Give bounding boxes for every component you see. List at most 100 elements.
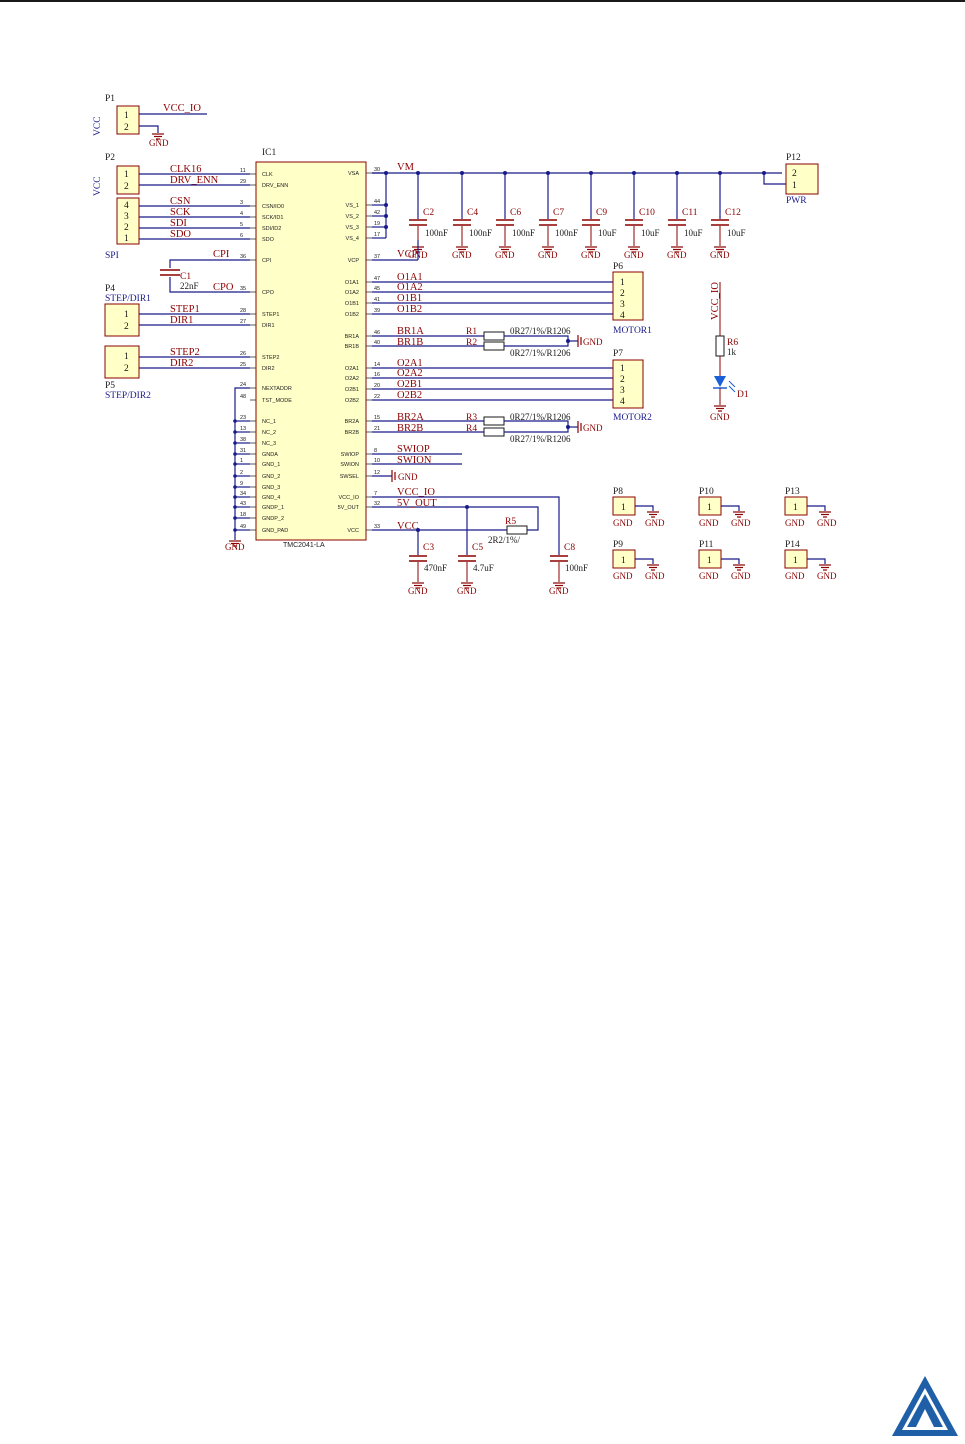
testpoint-ref: P13: [785, 487, 800, 497]
p5-ref: P5: [105, 381, 115, 391]
p1-vcc-label: VCC: [93, 116, 103, 136]
ic-pin-number: 1: [240, 458, 243, 464]
ic-pin-number: 21: [374, 426, 380, 432]
ic-pin-number: 49: [240, 524, 246, 530]
gnd-label-r12: GND: [583, 337, 603, 347]
ic-pin-number: 15: [374, 415, 380, 421]
ic-pin-name: BR2B: [345, 430, 360, 436]
p7-pin4: 4: [620, 397, 625, 407]
gnd-label: GND: [549, 586, 569, 596]
p5-label: STEP/DIR2: [105, 391, 151, 401]
net-br2a: BR2A: [397, 412, 424, 423]
wire-5vout: [372, 506, 539, 531]
wire-cpo: [169, 277, 250, 293]
ic-pin-number: 18: [240, 512, 246, 518]
ic-pin-number: 9: [240, 481, 243, 487]
ic-pin-name: CPI: [262, 258, 272, 264]
gnd-label: GND: [731, 571, 751, 581]
p4-pin1: 1: [124, 310, 129, 320]
net-sdo: SDO: [170, 229, 191, 240]
p12-connector: [785, 163, 819, 195]
r4-ref: R4: [466, 424, 477, 434]
net-vcc: VCC: [397, 521, 419, 532]
net-label: O1A1: [397, 272, 423, 283]
cap-val: 4.7uF: [473, 563, 494, 573]
ic-pin-number: 37: [374, 254, 380, 260]
gnd-label-ic: GND: [225, 542, 245, 552]
p1-pin1: 1: [124, 111, 129, 121]
ic-pin-number: 20: [374, 383, 380, 389]
r4-val: 0R27/1%/R1206: [510, 434, 571, 444]
ic-pin-number: 29: [240, 179, 246, 185]
wire-gnd-p1: [139, 125, 159, 133]
net-label: O2A1: [397, 358, 423, 369]
net-dir2: DIR2: [170, 358, 193, 369]
cap-ref: C6: [510, 208, 521, 218]
ic-pin-number: 34: [240, 491, 246, 497]
ic-pin-name: SWION: [340, 462, 359, 468]
ic-pin-number: 23: [240, 415, 246, 421]
p1-pin2: 2: [124, 123, 129, 133]
testpoint-pin: 1: [707, 503, 712, 513]
ic-pin-name: VS_1: [346, 203, 359, 209]
ic-pin-number: 19: [374, 221, 380, 227]
net-sdi: SDI: [170, 218, 187, 229]
gnd-label-swsel: GND: [398, 472, 418, 482]
net-label: O1A2: [397, 282, 423, 293]
p6-pin3: 3: [620, 300, 625, 310]
led-d1: [714, 376, 726, 387]
ic-pin-name: GND_4: [262, 495, 280, 501]
ic1-body: [255, 161, 367, 541]
testpoint-pin: 1: [621, 556, 626, 566]
p7-ref: P7: [613, 349, 623, 359]
gnd-label: GND: [699, 571, 719, 581]
cap-ref: C8: [564, 543, 575, 553]
cap-ref: C7: [553, 208, 564, 218]
r1-ref: R1: [466, 327, 477, 337]
ic-pin-number: 33: [374, 524, 380, 530]
ic-pin-name: VS_4: [346, 236, 359, 242]
ic-pin-number: 24: [240, 382, 246, 388]
ic-pin-number: 3: [240, 200, 243, 206]
ic-pin-name: GNDP_2: [262, 516, 284, 522]
testpoint-pin: 1: [793, 503, 798, 513]
net-dir1: DIR1: [170, 315, 193, 326]
ic-pin-name: O2B2: [345, 398, 359, 404]
p4-ref: P4: [105, 284, 115, 294]
net-swiop: SWIOP: [397, 444, 430, 455]
ic-pin-number: 17: [374, 232, 380, 238]
trinamic-logo: [892, 1376, 958, 1436]
ic-pin-name: O1A1: [345, 280, 359, 286]
net-br2b: BR2B: [397, 423, 423, 434]
r6-ref: R6: [727, 338, 738, 348]
ic-pin-name: SWIOP: [341, 452, 360, 458]
ic-pin-name: BR1B: [345, 344, 360, 350]
ic-pin-number: 31: [240, 448, 246, 454]
d1-ref: D1: [737, 390, 749, 400]
cap-val: 100nF: [512, 228, 535, 238]
net-vccio-p1: VCC_IO: [163, 103, 201, 114]
ic1-ref: IC1: [262, 148, 277, 158]
r3-val: 0R27/1%/R1206: [510, 412, 571, 422]
cap-ref: C9: [596, 208, 607, 218]
ic-pin-name: VCC: [347, 528, 359, 534]
cap-ref: C3: [423, 543, 434, 553]
ic-pin-number: 11: [240, 168, 246, 174]
net-label: O2B1: [397, 379, 422, 390]
gnd-label: GND: [452, 250, 472, 260]
gnd-label: GND: [624, 250, 644, 260]
gnd-label: GND: [667, 250, 687, 260]
net-label: O1B1: [397, 293, 422, 304]
p6-pin4: 4: [620, 311, 625, 321]
r6-body: [715, 335, 725, 357]
ic-pin-number: 16: [374, 372, 380, 378]
net-step1: STEP1: [170, 304, 200, 315]
ic-pin-name: VS_2: [346, 214, 359, 220]
ic-pin-name: NC_2: [262, 430, 276, 436]
ic-pin-name: SCK/ID1: [262, 215, 283, 221]
ic-pin-number: 13: [240, 426, 246, 432]
cap-ref: C12: [725, 208, 741, 218]
